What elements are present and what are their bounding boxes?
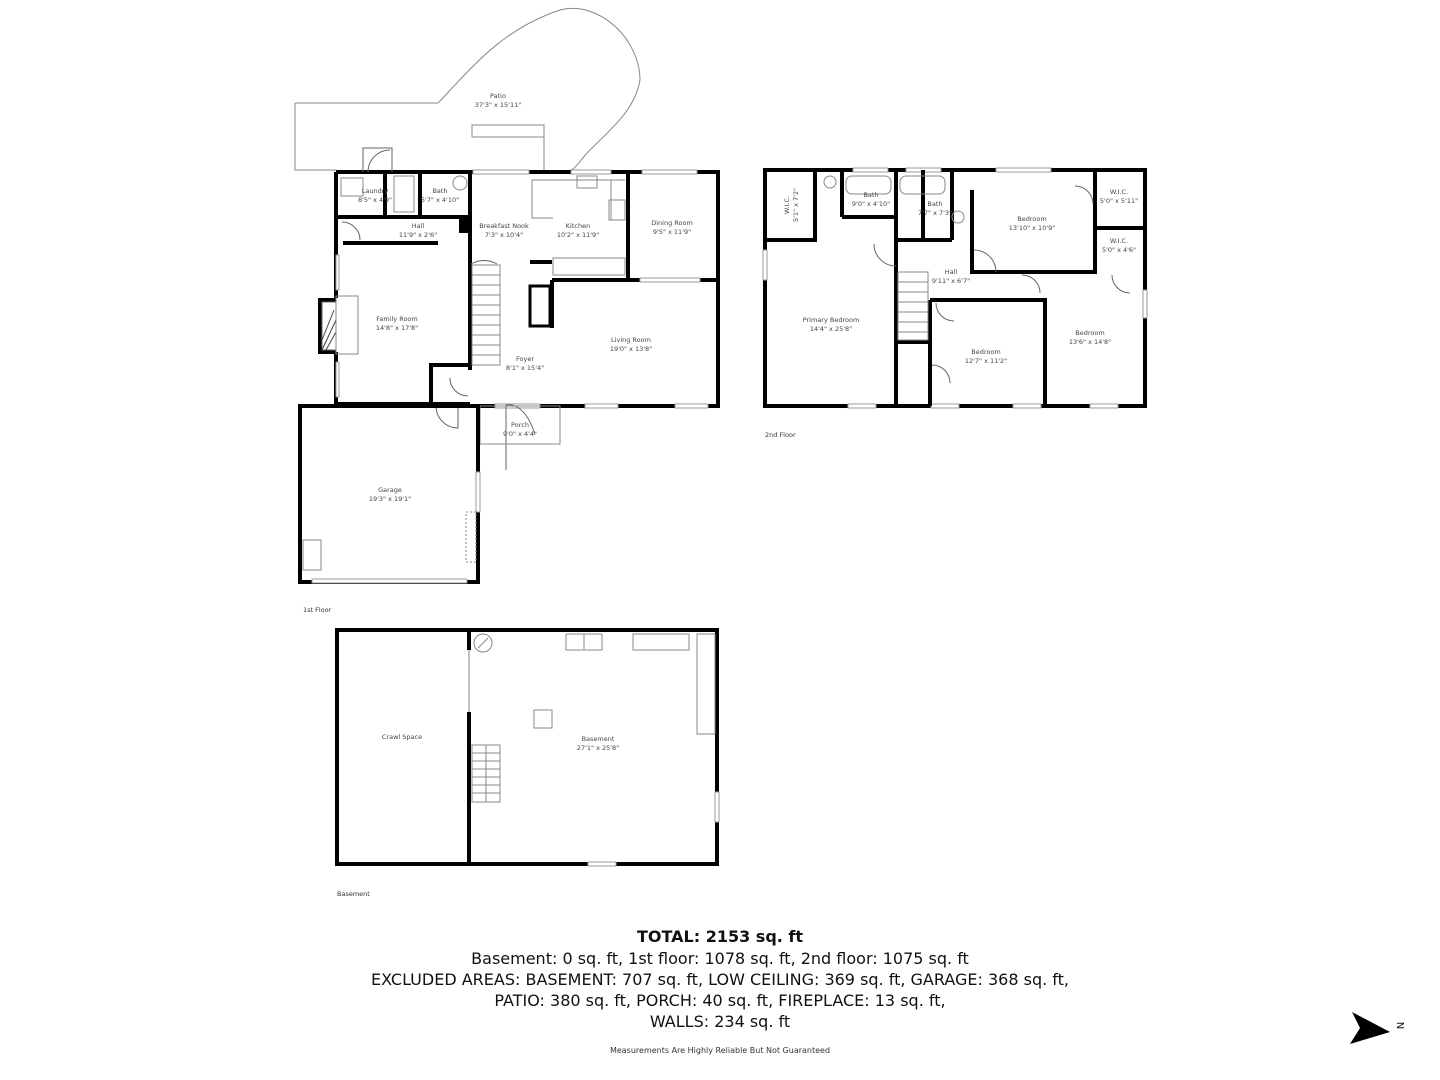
- floor-label-2nd: 2nd Floor: [765, 431, 796, 439]
- room-label-wic-b: W.I.C.5'0" x 4'6": [1101, 237, 1137, 254]
- floor-label-basement: Basement: [337, 890, 370, 898]
- basement-plan: [335, 628, 720, 867]
- total-area: TOTAL: 2153 sq. ft: [636, 927, 804, 946]
- patio-outline: [294, 8, 641, 171]
- room-label-wic-a: W.I.C.5'0" x 5'11": [1099, 188, 1139, 205]
- floor-label-1st: 1st Floor: [303, 606, 332, 614]
- excluded-areas-line-3: WALLS: 234 sq. ft: [649, 1012, 791, 1031]
- room-label-crawl-space: Crawl Space: [381, 733, 423, 741]
- north-arrow-icon: [1350, 1012, 1390, 1044]
- second-floor-plan: [762, 167, 1148, 409]
- room-label-wic-primary: W.I.C.5'1" x 7'2": [783, 187, 800, 223]
- first-floor-plan: [294, 8, 720, 584]
- compass: N: [1348, 1010, 1405, 1054]
- north-label: N: [1394, 1021, 1406, 1030]
- floor-area-breakdown: Basement: 0 sq. ft, 1st floor: 1078 sq. …: [471, 949, 969, 968]
- excluded-areas-line-2: PATIO: 380 sq. ft, PORCH: 40 sq. ft, FIR…: [494, 991, 946, 1010]
- disclaimer: Measurements Are Highly Reliable But Not…: [609, 1046, 831, 1055]
- area-summary: TOTAL: 2153 sq. ft Basement: 0 sq. ft, 1…: [0, 926, 1440, 1055]
- excluded-areas-line-1: EXCLUDED AREAS: BASEMENT: 707 sq. ft, LO…: [370, 970, 1069, 989]
